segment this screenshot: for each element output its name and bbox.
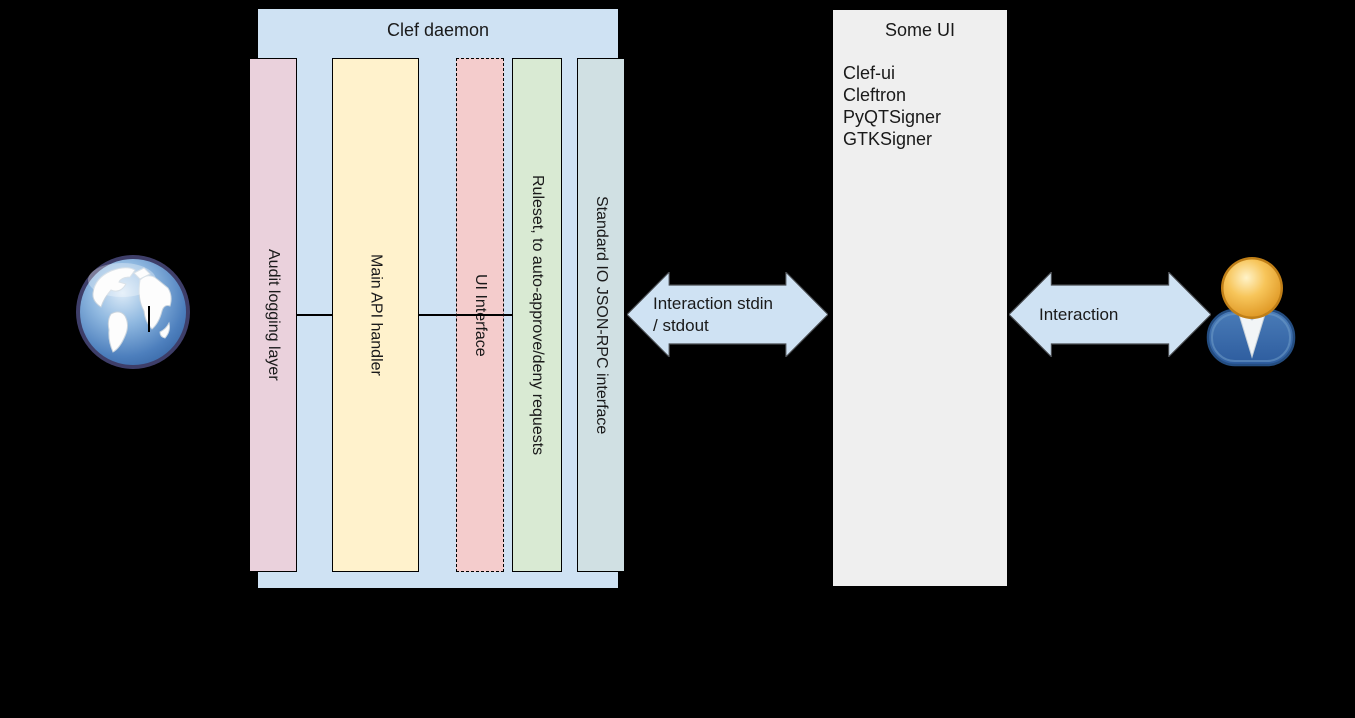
column-audit-logging-layer: Audit logging layer [249, 58, 297, 572]
some-ui-list: Clef-ui Cleftron PyQTSigner GTKSigner [843, 62, 941, 150]
clef-daemon-box [258, 9, 618, 588]
user-arrow-label: Interaction [1039, 272, 1199, 357]
list-item-cleftron: Cleftron [843, 85, 907, 105]
stdio-arrow-label: Interaction stdin / stdout [653, 272, 823, 357]
user-interaction-arrow [1009, 272, 1211, 357]
column-ruleset: Ruleset, to auto-approve/deny requests [512, 58, 562, 572]
text-cursor-artifact [148, 306, 150, 332]
globe-internet-icon [76, 255, 190, 369]
some-ui-box [832, 9, 1008, 587]
column-label: Standard IO JSON-RPC interface [593, 195, 610, 435]
list-item-gtksigner: GTKSigner [843, 129, 933, 149]
column-label: Main API handler [367, 254, 385, 376]
some-ui-title: Some UI [884, 20, 956, 40]
list-item-pyqtsigner: PyQTSigner [843, 107, 942, 127]
connector-line-audit-api [297, 314, 332, 316]
connector-line-api-ruleset [419, 314, 512, 316]
user-arrow-label-text: Interaction [1039, 304, 1119, 324]
column-main-api-handler: Main API handler [332, 58, 419, 572]
stdio-interaction-arrow [627, 272, 828, 357]
stdio-arrow-label-line2: / stdout [653, 315, 709, 335]
clef-daemon-title: Clef daemon [386, 20, 490, 40]
column-label: Audit logging layer [265, 249, 282, 381]
column-label: Ruleset, to auto-approve/deny requests [529, 174, 546, 456]
user-person-icon [1206, 257, 1296, 367]
stdio-arrow-label-line1: Interaction stdin [653, 293, 774, 313]
column-stdio-jsonrpc: Standard IO JSON-RPC interface [577, 58, 625, 572]
list-item-clef-ui: Clef-ui [843, 63, 896, 83]
